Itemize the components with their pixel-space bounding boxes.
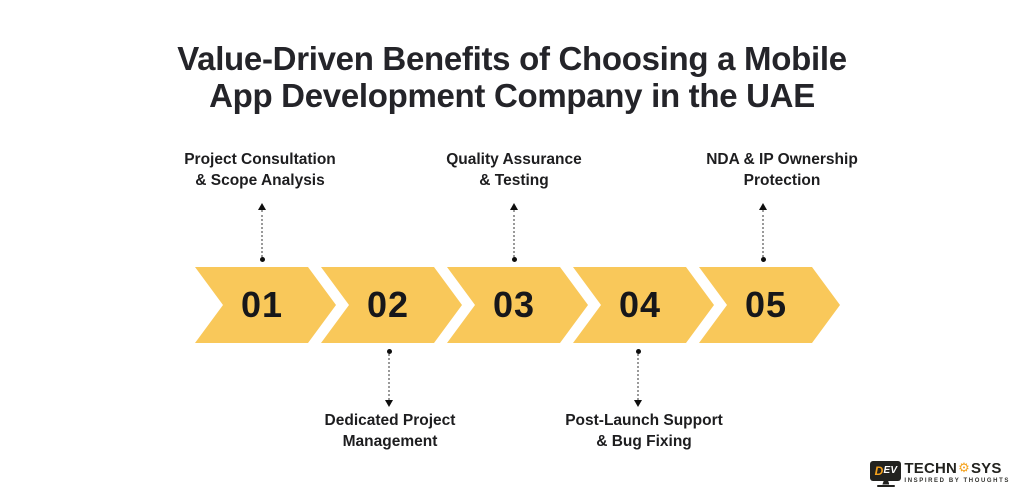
connector-step-01 bbox=[256, 203, 268, 262]
step-number: 03 bbox=[492, 284, 536, 325]
dotted-line bbox=[637, 354, 639, 400]
dotted-line bbox=[762, 210, 764, 257]
connector-step-03 bbox=[508, 203, 520, 262]
logo-tagline: INSPIRED BY THOUGHTS bbox=[904, 477, 1010, 484]
monitor-base bbox=[876, 484, 895, 487]
dot-icon bbox=[760, 257, 766, 262]
step-label-03: Quality Assurance & Testing bbox=[446, 151, 582, 189]
arrow-down-icon bbox=[634, 400, 642, 407]
step-chevron-05: 05 bbox=[699, 267, 840, 343]
page-title-line2: App Development Company in the UAE bbox=[209, 77, 815, 114]
logo-letters-ev: EV bbox=[883, 465, 898, 476]
arrow-up-icon bbox=[510, 203, 518, 210]
step-label-05: NDA & IP Ownership Protection bbox=[706, 151, 858, 189]
page-title: Value-Driven Benefits of Choosing a Mobi… bbox=[0, 40, 1024, 114]
dot-icon bbox=[386, 349, 392, 354]
dotted-line bbox=[261, 210, 263, 257]
gear-icon: ⚙ bbox=[958, 461, 970, 476]
dot-icon bbox=[635, 349, 641, 354]
arrow-up-icon bbox=[258, 203, 266, 210]
logo-name: TECHN⚙SYS bbox=[904, 459, 1010, 477]
arrow-down-icon bbox=[385, 400, 393, 407]
dot-icon bbox=[259, 257, 265, 262]
step-label-02: Dedicated Project Management bbox=[324, 412, 456, 450]
logo-text-block: TECHN⚙SYS INSPIRED BY THOUGHTS bbox=[904, 459, 1010, 484]
step-number: 05 bbox=[744, 284, 788, 325]
step-chevron-04: 04 bbox=[573, 267, 714, 343]
logo-letter-d: D bbox=[874, 463, 884, 478]
connector-step-02 bbox=[383, 349, 395, 407]
arrow-up-icon bbox=[759, 203, 767, 210]
connector-step-04 bbox=[632, 349, 644, 407]
monitor-stand bbox=[882, 480, 890, 485]
logo-name-part1: TECHN bbox=[904, 459, 958, 477]
step-chevron-02: 02 bbox=[321, 267, 462, 343]
logo-name-part2: SYS bbox=[970, 459, 1002, 477]
dotted-line bbox=[513, 210, 515, 257]
step-label-04: Post-Launch Support & Bug Fixing bbox=[565, 412, 723, 450]
step-number: 04 bbox=[618, 284, 662, 325]
step-number: 02 bbox=[366, 284, 410, 325]
step-number: 01 bbox=[240, 284, 284, 325]
step-chevron-03: 03 bbox=[447, 267, 588, 343]
step-chevron-01: 01 bbox=[195, 267, 336, 343]
step-label-01: Project Consultation & Scope Analysis bbox=[184, 151, 336, 189]
dotted-line bbox=[388, 354, 390, 400]
connector-step-05 bbox=[757, 203, 769, 262]
page-title-line1: Value-Driven Benefits of Choosing a Mobi… bbox=[177, 40, 847, 77]
dot-icon bbox=[511, 257, 517, 262]
